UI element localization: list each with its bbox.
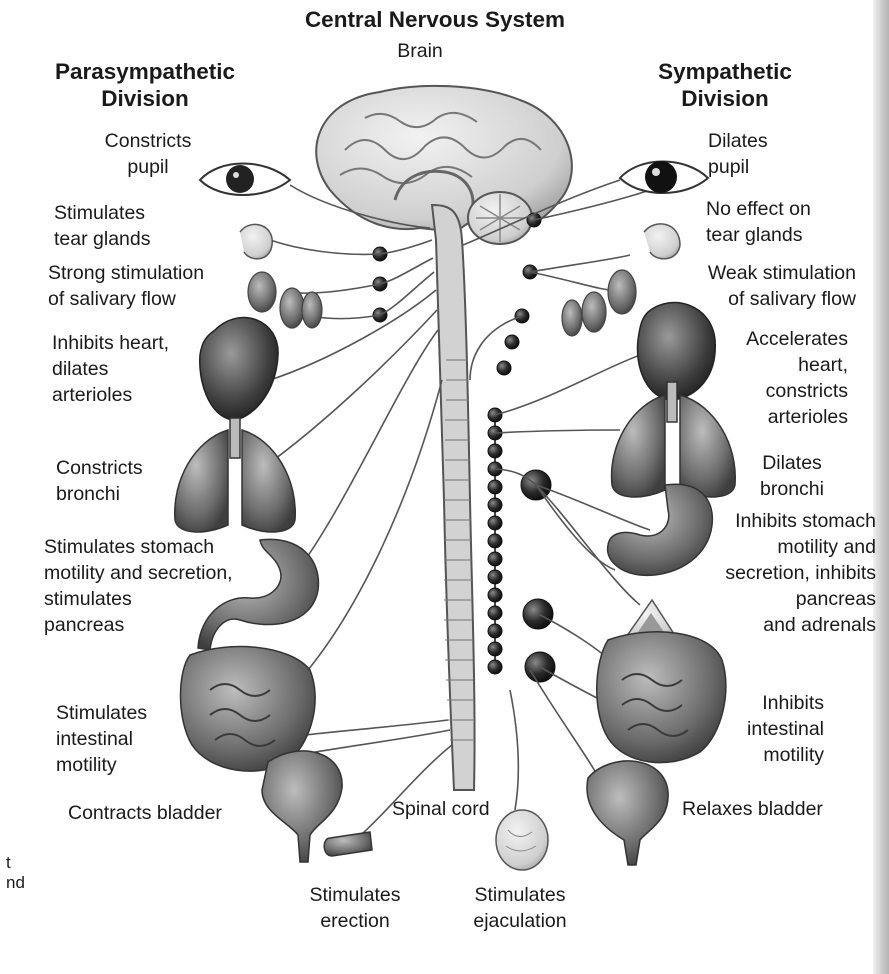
para-label-heart: Inhibits heart, dilates arterioles	[52, 330, 212, 408]
symp-label-bladder: Relaxes bladder	[682, 796, 862, 822]
penis-illustration	[324, 832, 372, 856]
sympathetic-chain	[488, 213, 555, 682]
symp-label-salivary: Weak stimulation of salivary flow	[670, 260, 856, 312]
para-label-pupil: Constricts pupil	[78, 128, 218, 180]
right-intestines	[597, 632, 726, 763]
symp-label-pupil: Dilates pupil	[708, 128, 828, 180]
parasympathetic-heading: Parasympathetic Division	[30, 58, 260, 112]
para-label-tear-glands: Stimulates tear glands	[54, 200, 234, 252]
symp-label-heart: Accelerates heart, constricts arterioles	[700, 326, 848, 430]
spinal-cord-label: Spinal cord	[392, 796, 512, 822]
para-label-intestine: Stimulates intestinal motility	[56, 700, 196, 778]
symp-label-intestine: Inhibits intestinal motility	[720, 690, 824, 768]
right-salivary-glands	[562, 270, 636, 336]
symp-label-tear-glands: No effect on tear glands	[706, 196, 856, 248]
para-label-bladder: Contracts bladder	[68, 800, 268, 826]
left-tear-gland	[240, 224, 272, 258]
left-salivary-glands	[248, 272, 322, 328]
symp-label-ejaculation: Stimulates ejaculation	[455, 882, 585, 934]
right-tear-gland	[644, 224, 680, 259]
right-bladder	[587, 761, 668, 865]
symp-label-stomach: Inhibits stomach motility and secretion,…	[686, 508, 876, 638]
symp-label-bronchi: Dilates bronchi	[742, 450, 842, 502]
para-label-bronchi: Constricts bronchi	[56, 455, 196, 507]
spinal-cord	[432, 205, 475, 790]
sympathetic-heading: Sympathetic Division	[630, 58, 820, 112]
para-label-stomach: Stimulates stomach motility and secretio…	[44, 534, 304, 638]
brain-label: Brain	[370, 38, 470, 64]
right-eye	[620, 161, 708, 193]
margin-fragment-2: nd	[6, 870, 25, 896]
para-label-erection: Stimulates erection	[290, 882, 420, 934]
diagram-title: Central Nervous System	[270, 6, 600, 33]
para-label-salivary: Strong stimulation of salivary flow	[48, 260, 248, 312]
